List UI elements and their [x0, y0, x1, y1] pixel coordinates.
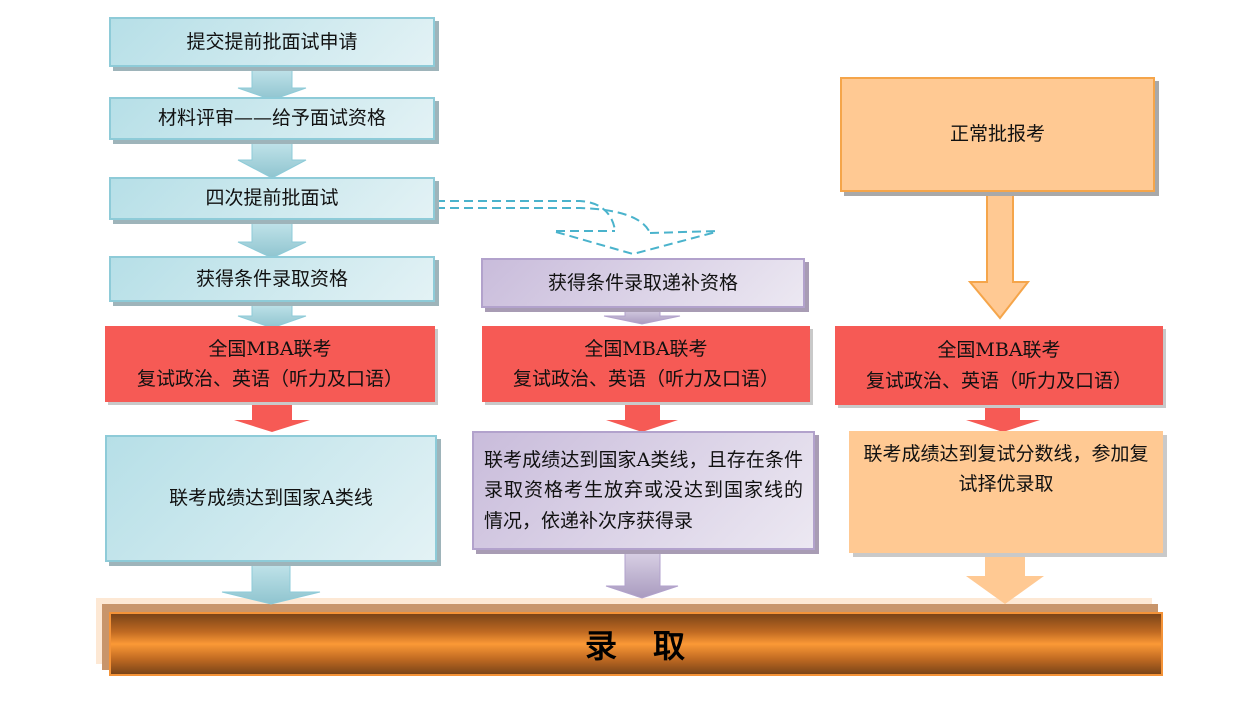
- arrow-down: [221, 559, 321, 605]
- exam-title: 全国MBA联考: [584, 337, 708, 360]
- exam-subjects: 复试政治、英语（听力及口语）: [512, 368, 779, 390]
- arrow-down: [967, 191, 1031, 320]
- arrow-down: [603, 306, 681, 325]
- arrow-down: [234, 400, 310, 432]
- dashed-curved-arrow: [436, 200, 719, 256]
- arrow-down: [237, 65, 307, 101]
- step-alternate-admission: 获得条件录取递补资格: [481, 258, 805, 308]
- exam-box-left: 全国MBA联考 复试政治、英语（听力及口语）: [105, 326, 435, 402]
- exam-box-right: 全国MBA联考 复试政治、英语（听力及口语）: [835, 326, 1163, 405]
- step-regular-application: 正常批报考: [840, 77, 1155, 192]
- step-conditional-admission: 获得条件录取资格: [109, 256, 435, 302]
- arrow-down: [237, 138, 307, 179]
- arrow-down: [606, 400, 678, 432]
- exam-subjects: 复试政治、英语（听力及口语）: [865, 369, 1132, 392]
- step-submit-application: 提交提前批面试申请: [109, 17, 435, 67]
- exam-title: 全国MBA联考: [937, 339, 1061, 362]
- exam-title: 全国MBA联考: [208, 337, 332, 360]
- step-interviews: 四次提前批面试: [109, 177, 435, 220]
- arrow-down: [237, 300, 307, 329]
- arrow-down: [605, 547, 679, 599]
- arrow-down: [237, 218, 307, 259]
- exam-box-middle: 全国MBA联考 复试政治、英语（听力及口语）: [482, 326, 810, 402]
- exam-subjects: 复试政治、英语（听力及口语）: [136, 368, 403, 390]
- final-admission-bar: 录 取: [109, 612, 1163, 676]
- arrow-down: [966, 403, 1040, 432]
- result-middle: 联考成绩达到国家A类线，且存在条件录取资格考生放弃或没达到国家线的情况，依递补次…: [472, 431, 815, 550]
- step-material-review: 材料评审——给予面试资格: [109, 97, 435, 140]
- result-left: 联考成绩达到国家A类线: [105, 435, 437, 562]
- arrow-down: [966, 552, 1044, 604]
- result-right: 联考成绩达到复试分数线，参加复试择优录取: [849, 431, 1163, 553]
